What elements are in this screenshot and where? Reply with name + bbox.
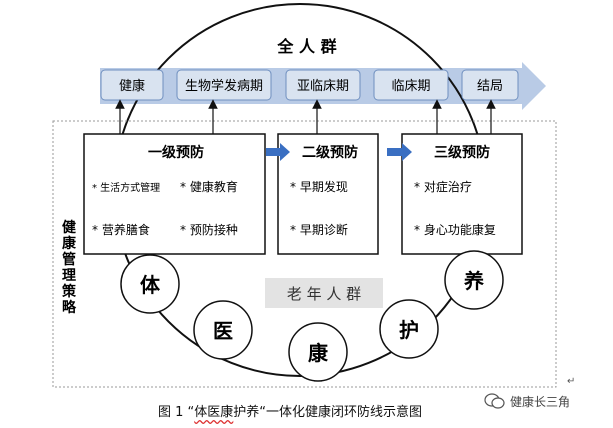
primary-prevention-box (83, 133, 266, 255)
side-label-char: 健 (62, 219, 76, 236)
circle-medical (193, 300, 253, 360)
population-title: 全 人 群 (276, 37, 336, 56)
circle-care-label: 护 (399, 318, 419, 342)
stage-box-health (100, 69, 164, 101)
tertiary-prevention-title: 三级预防 (434, 144, 490, 161)
stage-label-outcome: 结局 (477, 79, 503, 94)
stage-label-onset: 生物学发病期 (185, 78, 263, 94)
caption-wavy: 体医康 (194, 405, 234, 420)
stage-box-subclinical (285, 69, 361, 101)
secondary-prevention-title: 二级预防 (302, 144, 358, 161)
circle-nourish (444, 250, 504, 310)
primary-item: * 预防接种 (180, 222, 238, 237)
stage-box-clinical (373, 69, 449, 101)
side-label-char: 康 (62, 235, 77, 252)
strategy-frame (52, 120, 557, 388)
secondary-prevention-box (277, 133, 379, 255)
caption-suffix: 护养“一体化健康闭环防线示意图 (233, 405, 423, 420)
primary-prevention-title: 一级预防 (148, 144, 204, 161)
primary-item: * 营养膳食 (92, 222, 150, 237)
caption-prefix: 图 1 “ (158, 405, 195, 420)
circle-medical-label: 医 (213, 319, 233, 343)
return-mark-icon: ↵ (567, 376, 576, 387)
side-label-char: 略 (62, 299, 77, 316)
circle-rehab-label: 康 (308, 341, 329, 365)
strategy-side-label: 健康管理策略 (61, 219, 77, 316)
tertiary-item: * 对症治疗 (414, 179, 472, 194)
circle-rehab (288, 322, 348, 382)
side-label-char: 管 (62, 251, 76, 268)
circle-care (379, 299, 439, 359)
stage-label-health: 健康 (119, 78, 145, 94)
stage-boxes: 健康 生物学发病期 亚临床期 临床期 结局 (100, 69, 519, 101)
primary-item: * 健康教育 (180, 179, 238, 194)
primary-item: * 生活方式管理 (92, 181, 160, 194)
elderly-label-bg (265, 278, 383, 308)
tertiary-item: * 身心功能康复 (414, 222, 496, 237)
circle-sport-label: 体 (140, 273, 161, 297)
figure-caption: 图 1 “体医康护养“一体化健康闭环防线示意图 (158, 401, 422, 420)
secondary-item: * 早期发现 (290, 179, 348, 194)
flow-arrow (387, 143, 412, 161)
watermark-text: 健康长三角 (510, 394, 571, 409)
care-circles: 体 医 康 护 养 (120, 250, 504, 382)
elderly-label: 老 年 人 群 (287, 285, 361, 303)
watermark: 健康长三角 (484, 392, 570, 410)
tertiary-prevention-box (401, 133, 523, 255)
stage-label-subclinical: 亚临床期 (297, 79, 349, 94)
side-label-char: 策 (61, 283, 77, 300)
circle-nourish-label: 养 (463, 269, 484, 293)
secondary-item: * 早期诊断 (290, 222, 348, 237)
circle-sport (120, 254, 180, 314)
flow-arrow (266, 143, 290, 161)
up-arrows (115, 99, 496, 134)
stage-box-onset (176, 69, 272, 101)
stage-label-clinical: 临床期 (391, 79, 430, 94)
side-label-char: 理 (62, 268, 76, 284)
wechat-icon (484, 393, 505, 409)
